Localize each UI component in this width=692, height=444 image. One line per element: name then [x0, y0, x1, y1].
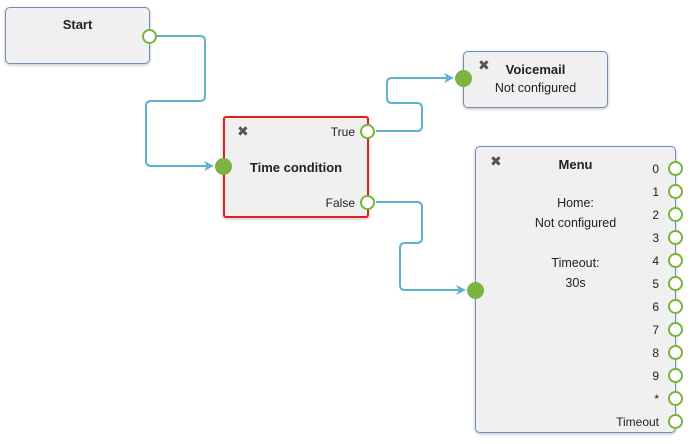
menu-output-port[interactable]	[668, 161, 683, 176]
menu-input-port[interactable]	[467, 282, 484, 299]
menu-output-label: 9	[652, 369, 659, 383]
menu-output-label: 0	[652, 162, 659, 176]
time-condition-input-port[interactable]	[215, 158, 232, 175]
menu-output-port[interactable]	[668, 253, 683, 268]
start-node-title: Start	[62, 17, 93, 32]
voicemail-status: Not configured	[494, 81, 577, 95]
menu-output-port[interactable]	[668, 322, 683, 337]
menu-output-label: 7	[652, 323, 659, 337]
menu-timeout-value: 30s	[565, 276, 586, 290]
menu-output-label: 5	[652, 277, 659, 291]
menu-output-port[interactable]	[668, 276, 683, 291]
voicemail-node[interactable]: ✖ Voicemail Not configured	[455, 51, 608, 108]
menu-output-port[interactable]	[668, 207, 683, 222]
time-condition-node[interactable]: ✖ Time condition True False	[215, 116, 375, 218]
menu-output-port[interactable]	[668, 299, 683, 314]
menu-output-port[interactable]	[668, 368, 683, 383]
start-output-port[interactable]	[142, 29, 157, 44]
menu-output-label: 6	[652, 300, 659, 314]
menu-output-port[interactable]	[668, 230, 683, 245]
close-icon[interactable]: ✖	[237, 123, 249, 139]
time-condition-title: Time condition	[249, 160, 343, 175]
false-output-port[interactable]	[360, 195, 375, 210]
menu-output-label: 4	[652, 254, 659, 268]
wire-true-to-voicemail	[376, 73, 454, 132]
menu-output-port[interactable]	[668, 184, 683, 199]
close-icon[interactable]: ✖	[490, 153, 502, 169]
menu-home-value: Not configured	[534, 216, 617, 230]
menu-output-port[interactable]	[668, 414, 683, 429]
output-label-false: False	[325, 196, 355, 210]
menu-output-label: 1	[652, 185, 659, 199]
menu-node[interactable]: ✖ Menu Home: Not configured Timeout: 30s…	[467, 146, 683, 433]
wire-start-to-time-condition	[145, 35, 214, 171]
voicemail-input-port[interactable]	[455, 70, 472, 87]
menu-output-port[interactable]	[668, 345, 683, 360]
menu-home-label: Home:	[557, 196, 594, 210]
menu-output-label: Timeout	[616, 415, 659, 429]
wire-false-to-menu	[376, 201, 466, 295]
menu-output-label: 8	[652, 346, 659, 360]
menu-output-label: 2	[652, 208, 659, 222]
menu-timeout-label: Timeout:	[551, 256, 600, 270]
output-label-true: True	[330, 125, 355, 139]
menu-output-label: *	[654, 392, 659, 406]
voicemail-title: Voicemail	[505, 62, 566, 77]
menu-output-port[interactable]	[668, 391, 683, 406]
menu-output-label: 3	[652, 231, 659, 245]
close-icon[interactable]: ✖	[478, 57, 490, 73]
start-node[interactable]: Start	[5, 7, 157, 64]
true-output-port[interactable]	[360, 124, 375, 139]
menu-title: Menu	[558, 157, 593, 172]
